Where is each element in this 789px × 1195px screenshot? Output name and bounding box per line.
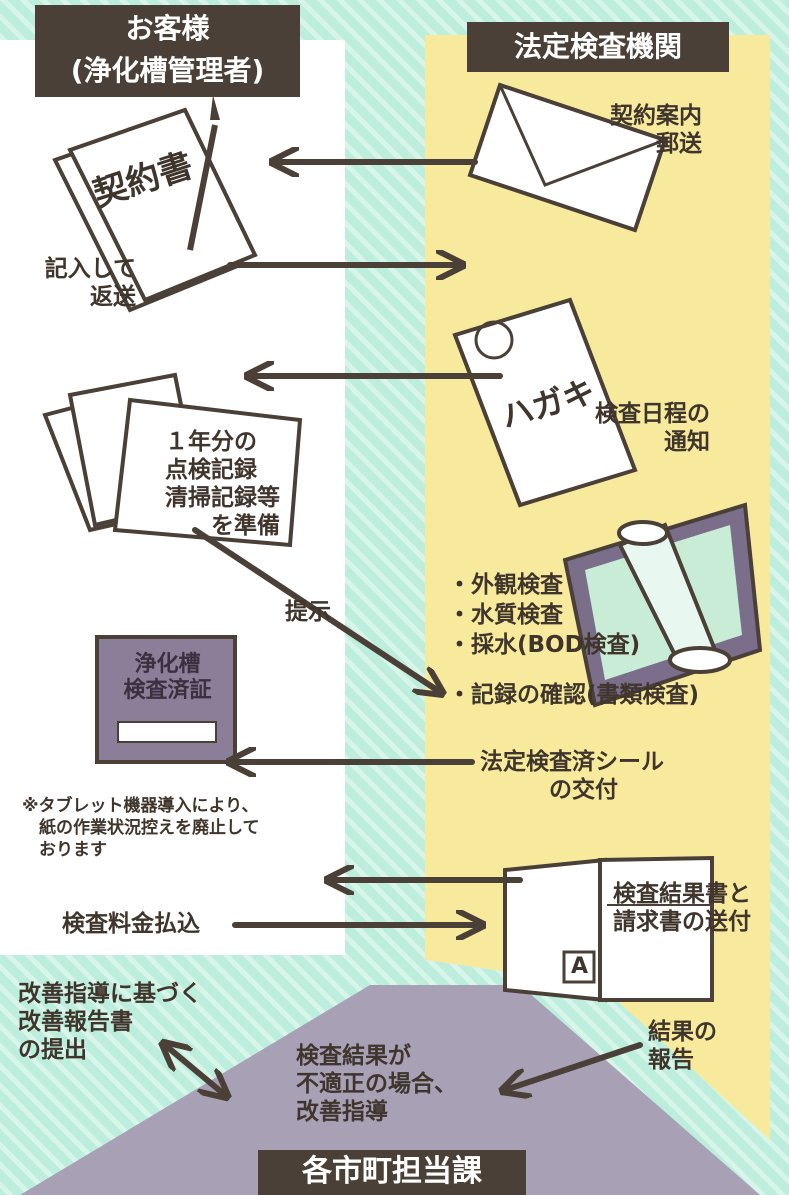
label-improvement-report: 改善指導に基づく 改善報告書 の提出	[18, 981, 202, 1063]
municipality-area	[20, 985, 760, 1195]
arrow-present-records	[192, 527, 440, 692]
records-papers-icon	[42, 372, 303, 548]
label-record-check: ・記録の確認(書類検査)	[448, 682, 700, 708]
test-tube-icon	[617, 520, 732, 674]
label-schedule-notice: 検査日程の 通知	[595, 401, 710, 455]
label-result-report: 結果の 報告	[648, 1019, 717, 1073]
label-seal-issue: 法定検査済シール の交付	[480, 749, 664, 803]
agency-header: 法定検査機関	[467, 28, 729, 66]
label-present: 提示	[285, 599, 331, 625]
postmark-icon	[474, 320, 514, 360]
envelope-icon	[467, 82, 668, 233]
arrow-report-to-municipality	[505, 1042, 643, 1090]
label-improvement-guidance: 検査結果が 不適正の場合、 改善指導	[296, 1043, 457, 1125]
certificate-title: 浄化槽 検査済証	[123, 652, 212, 703]
result-document-icon	[503, 855, 714, 1003]
grade-a-box	[562, 950, 596, 984]
label-fill-return: 記入して 返送	[44, 256, 136, 310]
label-tablet-note: ※タブレット機器導入により、 紙の作業状況控えを廃止して おります	[22, 796, 260, 860]
postcard-icon	[452, 297, 638, 508]
label-fee-payment: 検査料金払込	[62, 911, 200, 937]
label-contract-mail: 契約案内 郵送	[610, 103, 702, 157]
arrow-improvement-exchange	[165, 1045, 225, 1095]
label-results-sent: 検査結果書と 請求書の送付	[613, 881, 751, 935]
grade-a-letter: A	[571, 954, 589, 979]
customer-header: お客様 (浄化槽管理者)	[35, 8, 300, 92]
certificate-icon	[95, 635, 237, 764]
contract-document-icon	[52, 95, 258, 313]
label-prepare-records: １年分の 点検記録 清掃記録等 を準備	[165, 429, 280, 539]
label-inspection-items: ・外観検査 ・水質検査 ・採水(BOD検査)	[448, 572, 641, 658]
municipality-header: 各市町担当課	[258, 1152, 526, 1192]
